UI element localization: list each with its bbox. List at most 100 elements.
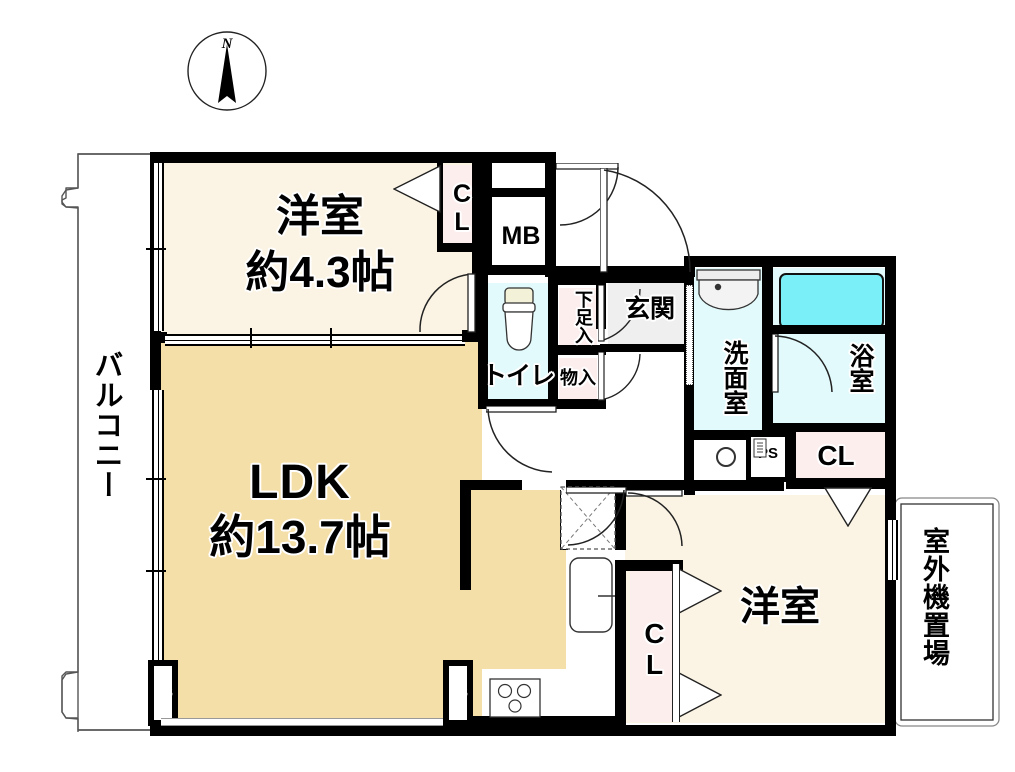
wall-top-left — [150, 152, 556, 163]
window-tick — [146, 570, 166, 572]
shoebox-door[interactable] — [597, 284, 642, 343]
outdoor-unit-outline — [893, 492, 1005, 732]
bedroom-south-label: 洋室 — [740, 585, 820, 629]
bedroom-north-door[interactable] — [418, 272, 476, 334]
wall-bedroom-east-lower — [472, 250, 483, 332]
bedroom-south-door[interactable] — [625, 489, 684, 548]
washroom-wall-detail — [686, 285, 693, 385]
monoire-label: 物入 — [560, 368, 596, 388]
wall-left-mid — [150, 330, 161, 390]
wall-bedroom-south-left-upper — [615, 490, 626, 550]
bedroom-north-label: 洋室 — [276, 192, 364, 241]
entrance-door[interactable] — [599, 167, 692, 276]
wall-washroom-right — [762, 256, 773, 436]
window-bedroom-south — [886, 520, 898, 580]
wall-closet-north-bottom — [437, 243, 487, 252]
wall-toilet-left — [478, 275, 488, 409]
bath-door[interactable] — [771, 333, 834, 396]
wall-closet-north-right — [483, 160, 492, 196]
wall-kitchen-bottom — [466, 716, 616, 725]
door-tick — [250, 328, 252, 348]
outdoor-unit-label: 室外機置場 — [919, 527, 949, 667]
wall-bath-top — [684, 256, 896, 267]
wall-mb-top — [483, 188, 545, 197]
wall-bathtub-bottom — [762, 325, 886, 334]
closet-south-label: CL — [639, 618, 670, 680]
washroom-access-door[interactable] — [565, 486, 628, 549]
wall-right-outer — [885, 256, 896, 736]
wall-monoire-bottom — [548, 399, 606, 409]
wall-bedroom-east-upper — [472, 160, 483, 250]
window-tick — [146, 478, 166, 480]
monoire-door[interactable] — [597, 351, 642, 402]
closet-bath-door[interactable] — [823, 487, 873, 528]
closet-bath-label: CL — [817, 440, 855, 471]
toilet-label: トイレ — [481, 362, 555, 390]
window-tick — [146, 248, 166, 250]
closet-north-door[interactable] — [392, 164, 441, 214]
wall-div-stub-left — [159, 332, 167, 343]
ldk-floor-extend — [466, 487, 566, 669]
sliding-door-bedroom-ldk — [165, 334, 465, 346]
shoebox-label: 下足入 — [573, 290, 593, 344]
door-tick — [330, 328, 332, 348]
north-arrow-icon — [186, 30, 268, 112]
wall-bottom-outer — [150, 725, 896, 736]
wall-kitchen-top — [460, 480, 522, 490]
wall-top-right-vert — [545, 152, 556, 277]
wall-bath-bottom — [773, 423, 886, 432]
wall-kitchen-left — [460, 480, 471, 590]
wall-closet-bath-bottom — [786, 478, 886, 489]
genkan-floor — [608, 283, 692, 345]
wall-mb-bottom — [483, 265, 553, 275]
wall-genkan-top — [600, 275, 692, 283]
wall-mb-left — [483, 188, 492, 274]
water-heater-icon — [752, 437, 768, 459]
wall-toilet-bottom — [478, 399, 558, 409]
ldk-sill — [161, 718, 443, 726]
wall-toilet-right — [548, 275, 558, 409]
drain-icon — [716, 447, 736, 467]
window-bedroom-north — [152, 163, 164, 331]
bathtub-fixture — [779, 273, 884, 329]
closet-bath-floor — [794, 430, 886, 480]
wall-hall-bottom — [566, 480, 694, 490]
monoire-floor — [559, 358, 597, 402]
wall-shoebox-top — [548, 275, 606, 285]
wall-div-stub-right — [462, 330, 483, 342]
ps-balcony-left: PS — [148, 660, 178, 726]
wall-upper-mid — [545, 266, 695, 277]
closet-north-label: CL — [448, 180, 476, 236]
wall-washroom-bottom — [684, 430, 774, 440]
mb-label: MB — [501, 222, 541, 250]
toilet-door[interactable] — [485, 405, 558, 476]
closet-south-door-lower[interactable] — [678, 671, 723, 719]
north-label: N — [221, 36, 233, 52]
toilet-fixture-icon — [493, 286, 545, 358]
kitchen-sink-icon — [568, 556, 616, 636]
wall-closet-south-top — [615, 560, 683, 571]
ldk-floor — [159, 340, 482, 723]
bath-label: 浴室 — [846, 343, 874, 393]
ldk-label: LDK — [249, 456, 351, 509]
stove-icon — [489, 678, 541, 718]
shoebox-floor — [559, 288, 597, 350]
closet-south-track — [672, 564, 680, 722]
wall-closet-south-left — [615, 560, 626, 725]
ps-label: PS — [447, 683, 469, 701]
wall-washroom-left — [684, 360, 694, 490]
balcony-outline — [60, 152, 160, 772]
vanity-sink-icon — [695, 268, 762, 322]
window-ldk — [152, 390, 164, 662]
wall-closet-bath-left — [786, 423, 796, 483]
ldk-area: 約13.7帖 — [209, 511, 391, 563]
ps-label: PS — [152, 683, 174, 701]
wall-shoebox-bottom — [548, 345, 606, 355]
mb-floor — [491, 188, 551, 270]
ps-kitchen: PS — [443, 660, 473, 726]
wall-genkan-bottom — [600, 344, 692, 352]
genkan-label: 玄関 — [624, 295, 675, 323]
washroom-label: 洗面室 — [720, 340, 748, 415]
wall-below-washroom — [684, 480, 784, 491]
